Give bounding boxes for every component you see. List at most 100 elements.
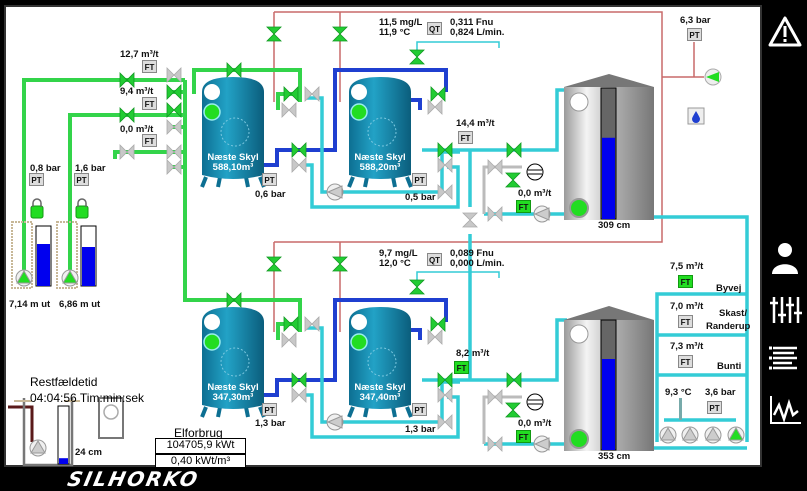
valve-open[interactable] — [505, 172, 521, 188]
distribution-pump-4[interactable] — [727, 426, 745, 444]
valve-closed[interactable] — [304, 316, 320, 332]
filter-tank[interactable] — [347, 77, 413, 188]
dist-ft-randerup[interactable]: FT — [678, 315, 693, 328]
valve-open[interactable] — [266, 256, 282, 272]
valve-closed[interactable] — [487, 389, 503, 405]
backwash-pump-2[interactable] — [533, 435, 551, 453]
inlet-ft-2[interactable]: FT — [142, 97, 157, 110]
valve-open[interactable] — [166, 102, 182, 118]
valve-closed[interactable] — [487, 436, 503, 452]
valve-open[interactable] — [409, 49, 425, 65]
valve-closed[interactable] — [166, 159, 182, 175]
valve-open[interactable] — [437, 142, 453, 158]
well2-pt-tag[interactable]: PT — [74, 173, 89, 186]
energy-title: Elforbrug — [174, 426, 223, 440]
inlet-ft-3[interactable]: FT — [142, 134, 157, 147]
line2-outlet-pt[interactable]: PT — [412, 403, 427, 416]
valve-closed[interactable] — [437, 387, 453, 403]
valve-closed[interactable] — [281, 332, 297, 348]
line2-backwash-ft[interactable]: FT — [516, 430, 531, 443]
line1-outlet-pt[interactable]: PT — [412, 173, 427, 186]
dist-name-bunti: Bunti — [717, 361, 742, 372]
filter-tank[interactable] — [347, 307, 413, 418]
sump-pump[interactable] — [29, 439, 47, 457]
dist-flow-bunti: 7,3 m³/t — [670, 341, 704, 352]
valve-open[interactable] — [226, 292, 242, 308]
valve-open[interactable] — [266, 26, 282, 42]
line1-inlet-pt[interactable]: PT — [262, 173, 277, 186]
settings-button[interactable] — [767, 293, 803, 327]
dist-ft-byvej[interactable]: FT — [678, 275, 693, 288]
outlet-pt-tag[interactable]: PT — [707, 401, 722, 414]
valve-closed[interactable] — [437, 414, 453, 430]
filter1a-status: Næste Skyl — [207, 152, 259, 163]
valve-closed[interactable] — [281, 102, 297, 118]
filter-tank[interactable] — [200, 77, 266, 188]
line1-qt-tag[interactable]: QT — [427, 22, 442, 35]
valve-closed[interactable] — [462, 212, 478, 228]
compressor-icon[interactable] — [704, 68, 722, 86]
valve-open[interactable] — [226, 62, 242, 78]
valve-closed[interactable] — [166, 119, 182, 135]
filter1a-volume: 588,10m³ — [212, 162, 254, 173]
valve-closed[interactable] — [427, 329, 443, 345]
valve-open[interactable] — [505, 402, 521, 418]
valve-closed[interactable] — [291, 157, 307, 173]
valve-closed[interactable] — [119, 144, 135, 160]
valve-open[interactable] — [430, 86, 446, 102]
valve-open[interactable] — [283, 86, 299, 102]
valve-closed[interactable] — [437, 184, 453, 200]
distribution-pump-1[interactable] — [659, 426, 677, 444]
air-pt-tag[interactable]: PT — [687, 28, 702, 41]
valve-open[interactable] — [291, 142, 307, 158]
valve-open[interactable] — [119, 72, 135, 88]
well-pump-1[interactable] — [15, 269, 33, 287]
line1-ft-tag[interactable]: FT — [458, 131, 473, 144]
valve-open[interactable] — [332, 26, 348, 42]
trends-button[interactable] — [767, 393, 803, 427]
line2-inlet-pressure: 1,3 bar — [255, 418, 286, 429]
line2-ft-tag[interactable]: FT — [454, 361, 469, 374]
well1-pt-tag[interactable]: PT — [29, 173, 44, 186]
valve-closed[interactable] — [291, 387, 307, 403]
backwash-pump-1[interactable] — [533, 205, 551, 223]
valve-open[interactable] — [119, 107, 135, 123]
distribution-pump-3[interactable] — [704, 426, 722, 444]
line2-temp: 12,0 °C — [379, 258, 411, 269]
inlet-ft-1[interactable]: FT — [142, 60, 157, 73]
tank-indicator-icon — [351, 84, 367, 100]
valve-closed[interactable] — [487, 159, 503, 175]
log-button[interactable] — [767, 341, 803, 375]
filter2b-status: Næste Skyl — [354, 382, 406, 393]
dist-ft-bunti[interactable]: FT — [678, 355, 693, 368]
valve-closed[interactable] — [437, 157, 453, 173]
recirc-pump-2[interactable] — [326, 413, 344, 431]
valve-open[interactable] — [291, 372, 307, 388]
filter-tank[interactable] — [200, 307, 266, 418]
tank-running-icon — [203, 333, 221, 351]
valve-open[interactable] — [283, 316, 299, 332]
alarms-button[interactable] — [767, 15, 803, 49]
tank-indicator-icon — [204, 314, 220, 330]
valve-open[interactable] — [430, 316, 446, 332]
user-button[interactable] — [767, 241, 803, 275]
valve-open[interactable] — [166, 84, 182, 100]
valve-open[interactable] — [506, 372, 522, 388]
recirc-pump-1[interactable] — [326, 183, 344, 201]
valve-closed[interactable] — [166, 67, 182, 83]
line2-inlet-pt[interactable]: PT — [262, 403, 277, 416]
filter2a-volume: 347,30m³ — [212, 392, 254, 403]
well-pump-2[interactable] — [61, 269, 79, 287]
distribution-pump-2[interactable] — [681, 426, 699, 444]
thermometer-icon — [679, 398, 682, 420]
line2-qt-tag[interactable]: QT — [427, 253, 442, 266]
valve-closed[interactable] — [304, 86, 320, 102]
line1-backwash-ft[interactable]: FT — [516, 200, 531, 213]
valve-open[interactable] — [332, 256, 348, 272]
valve-open[interactable] — [506, 142, 522, 158]
valve-closed[interactable] — [427, 99, 443, 115]
valve-closed[interactable] — [166, 144, 182, 160]
valve-open[interactable] — [409, 279, 425, 295]
valve-closed[interactable] — [487, 206, 503, 222]
valve-open[interactable] — [437, 372, 453, 388]
